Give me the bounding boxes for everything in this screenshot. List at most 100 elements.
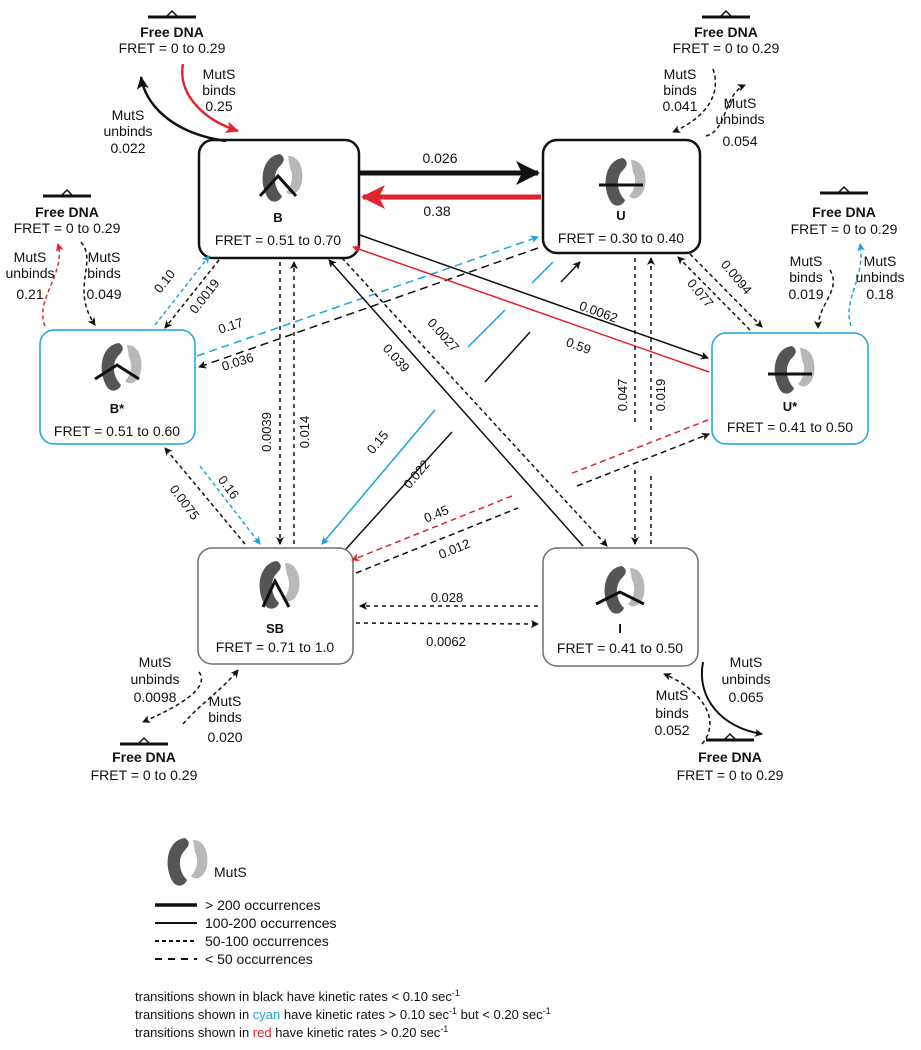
free-dna-fret: FRET = 0 to 0.29 bbox=[119, 40, 226, 56]
rate-label: 0.15 bbox=[364, 428, 392, 457]
state-fret: FRET = 0.71 to 1.0 bbox=[216, 639, 335, 655]
rate-label: 0.026 bbox=[422, 150, 457, 166]
state-B: B FRET = 0.51 to 0.70 bbox=[197, 138, 361, 260]
legend-label: 100-200 occurrences bbox=[205, 915, 337, 931]
binds-label: MutS bbox=[88, 249, 121, 265]
state-SB: SB FRET = 0.71 to 1.0 bbox=[197, 547, 354, 665]
rate-label: 0.0019 bbox=[186, 276, 222, 317]
unbinds-rate: 0.21 bbox=[16, 286, 43, 302]
free-dna-title: Free DNA bbox=[812, 204, 876, 220]
unbinds-label: MutS bbox=[14, 249, 47, 265]
unbinds-rate: 0.054 bbox=[722, 133, 757, 149]
state-fret: FRET = 0.51 to 0.60 bbox=[54, 423, 180, 439]
unbinds-label: MutS bbox=[139, 654, 172, 670]
unbinds-rate: 0.18 bbox=[866, 286, 893, 302]
rate-label: 0.028 bbox=[431, 590, 464, 605]
state-name: SB bbox=[266, 621, 284, 636]
muts-bent-dna-icon bbox=[258, 154, 303, 202]
unbinds-rate: 0.0098 bbox=[134, 689, 177, 705]
rate-label: 0.16 bbox=[215, 473, 242, 502]
unbinds-rate: 0.022 bbox=[110, 140, 145, 156]
transition-U-Ustar: 0.0094 0.077 bbox=[677, 253, 763, 331]
rate-label: 0.0075 bbox=[167, 482, 203, 523]
color-notes: transitions shown in black have kinetic … bbox=[135, 988, 551, 1040]
unbinds-label: unbinds bbox=[103, 123, 152, 139]
binds-rate: 0.020 bbox=[207, 729, 242, 745]
rate-label: 0.022 bbox=[400, 457, 432, 492]
rate-label: 0.077 bbox=[684, 276, 716, 311]
rate-label: 0.014 bbox=[297, 416, 312, 449]
binds-label: binds bbox=[202, 82, 235, 98]
state-name: U bbox=[616, 208, 625, 223]
free-dna-fret: FRET = 0 to 0.29 bbox=[14, 220, 121, 236]
transition-B-U: 0.026 0.38 bbox=[360, 150, 541, 219]
binds-rate: 0.049 bbox=[86, 286, 121, 302]
free-dna-title: Free DNA bbox=[35, 204, 99, 220]
free-dna-title: Free DNA bbox=[698, 749, 762, 765]
free-dna-Bstar: Free DNA FRET = 0 to 0.29 MutS binds 0.0… bbox=[5, 188, 122, 327]
rate-label: 0.59 bbox=[564, 334, 593, 357]
legend-label: < 50 occurrences bbox=[205, 951, 313, 967]
transition-Bstar-SB: 0.16 0.0075 bbox=[164, 447, 261, 545]
binds-label: binds bbox=[87, 265, 120, 281]
unbinds-label: MutS bbox=[864, 253, 897, 269]
binds-rate: 0.019 bbox=[788, 286, 823, 302]
unbinds-label: unbinds bbox=[721, 671, 770, 687]
legend-label: 50-100 occurrences bbox=[205, 933, 329, 949]
free-dna-title: Free DNA bbox=[112, 749, 176, 765]
muts-unbent-dna-icon bbox=[599, 158, 646, 206]
unbinds-label: unbinds bbox=[855, 269, 904, 285]
free-dna-Ustar: Free DNA FRET = 0 to 0.29 MutS binds 0.0… bbox=[788, 185, 905, 329]
note-cyan: transitions shown in cyan have kinetic r… bbox=[135, 1006, 551, 1022]
state-name: B* bbox=[110, 401, 125, 416]
rate-label: 0.0094 bbox=[718, 257, 755, 297]
rate-label: 0.17 bbox=[216, 315, 245, 337]
binds-label: MutS bbox=[656, 687, 689, 703]
rate-label: 0.012 bbox=[436, 536, 472, 562]
legend: MutS > 200 occurrences 100-200 occurrenc… bbox=[155, 838, 337, 967]
rate-label: 0.0062 bbox=[426, 634, 466, 649]
rate-label: 0.0027 bbox=[424, 315, 462, 355]
muts-bent-dna-icon bbox=[94, 343, 142, 391]
muts-sharply-bent-dna-icon bbox=[259, 561, 300, 609]
muts-protein-icon bbox=[167, 838, 208, 886]
unbinds-rate: 0.065 bbox=[728, 689, 763, 705]
rate-label: 0.0062 bbox=[577, 298, 619, 326]
state-U: U FRET = 0.30 to 0.40 bbox=[541, 138, 702, 255]
muts-intermediate-dna-icon bbox=[595, 566, 645, 614]
rate-label: 0.039 bbox=[380, 341, 413, 375]
free-dna-I: Free DNA FRET = 0 to 0.29 MutS unbinds 0… bbox=[654, 654, 783, 783]
state-fret: FRET = 0.41 to 0.50 bbox=[727, 419, 853, 435]
state-Ustar: U* FRET = 0.41 to 0.50 bbox=[711, 332, 869, 445]
binds-rate: 0.25 bbox=[205, 98, 232, 114]
transition-B-Ustar: 0.0062 0.59 bbox=[352, 234, 710, 373]
binds-label: binds bbox=[789, 269, 822, 285]
rate-label: 0.10 bbox=[151, 267, 178, 296]
state-Bstar: B* FRET = 0.51 to 0.60 bbox=[39, 329, 196, 445]
state-fret: FRET = 0.30 to 0.40 bbox=[558, 230, 684, 246]
legend-muts-label: MutS bbox=[214, 864, 247, 880]
transition-U-SB: 0.15 0.022 bbox=[321, 261, 581, 550]
binds-label: MutS bbox=[664, 66, 697, 82]
free-dna-title: Free DNA bbox=[140, 24, 204, 40]
state-name: U* bbox=[783, 399, 798, 414]
transition-B-Bstar: 0.10 0.0019 bbox=[151, 255, 223, 329]
rate-label: 0.0039 bbox=[259, 412, 274, 452]
transition-SB-I: 0.028 0.0062 bbox=[355, 590, 539, 649]
rate-label: 0.38 bbox=[423, 203, 450, 219]
rate-label: 0.019 bbox=[653, 379, 668, 412]
note-black: transitions shown in black have kinetic … bbox=[135, 988, 460, 1004]
rate-label: 0.047 bbox=[615, 379, 630, 412]
unbinds-label: unbinds bbox=[130, 671, 179, 687]
legend-label: > 200 occurrences bbox=[205, 897, 321, 913]
binds-rate: 0.052 bbox=[654, 722, 689, 738]
binds-label: MutS bbox=[203, 66, 236, 82]
unbinds-label: MutS bbox=[724, 95, 757, 111]
free-dna-U: Free DNA FRET = 0 to 0.29 MutS binds 0.0… bbox=[662, 9, 780, 149]
free-dna-fret: FRET = 0 to 0.29 bbox=[677, 767, 784, 783]
state-fret: FRET = 0.41 to 0.50 bbox=[557, 640, 683, 656]
free-dna-fret: FRET = 0 to 0.29 bbox=[673, 40, 780, 56]
muts-unbent-dna-icon bbox=[768, 346, 815, 394]
state-I: I FRET = 0.41 to 0.50 bbox=[542, 547, 699, 667]
